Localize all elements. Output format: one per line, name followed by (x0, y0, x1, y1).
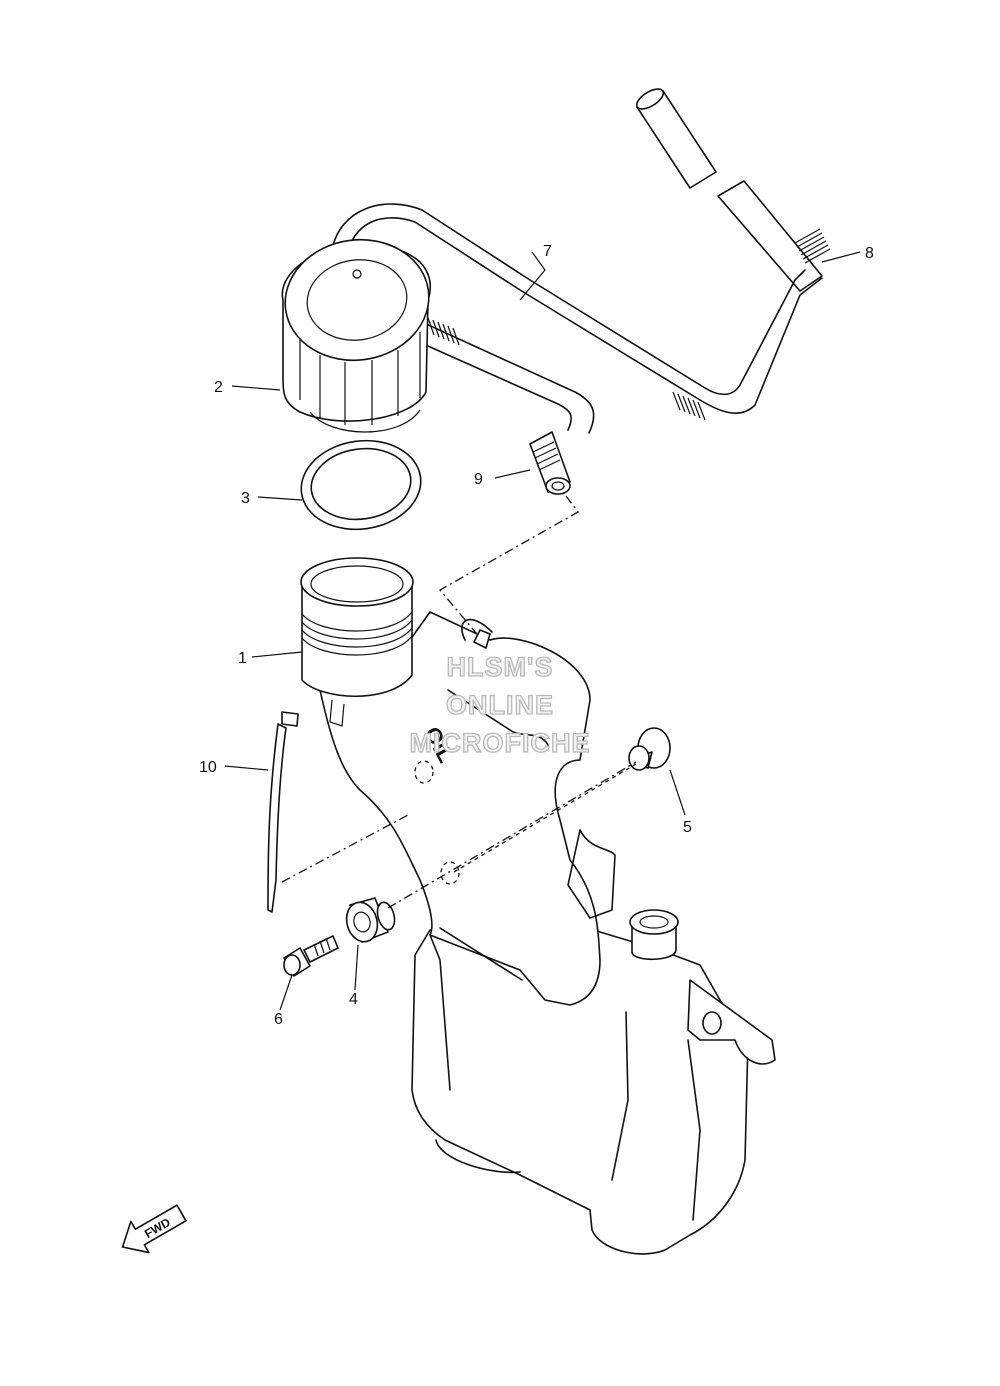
callout-3: 3 (241, 490, 250, 507)
callout-labels: 1 2 3 4 5 6 7 8 9 10 (199, 243, 874, 1028)
callout-1: 1 (238, 650, 247, 667)
watermark-line-2: ONLINE (446, 690, 554, 720)
breather-hose-part-7 (330, 203, 823, 434)
filler-cap-part-2 (281, 238, 432, 433)
callout-9: 9 (474, 471, 483, 488)
callout-2: 2 (214, 379, 223, 396)
callout-5: 5 (683, 819, 692, 836)
hose-end-part-9 (529, 431, 571, 495)
cable-tie-part-10 (267, 711, 299, 913)
bolt-part-6 (283, 935, 339, 977)
watermark-line-3: MICROFICHE (410, 728, 591, 758)
callout-7: 7 (543, 243, 552, 260)
oil-tank-part-1: OIL (300, 557, 776, 1255)
callout-4: 4 (349, 991, 358, 1008)
callout-leaders (224, 251, 861, 1011)
breather-hose-part-8 (635, 88, 831, 292)
grommet-part-4 (345, 897, 396, 943)
callout-8: 8 (865, 245, 874, 262)
callout-10: 10 (199, 759, 217, 776)
forward-direction-arrow: FWD (121, 1204, 187, 1254)
callout-6: 6 (274, 1011, 283, 1028)
collar-part-5 (628, 727, 671, 771)
watermark: HLSM'S ONLINE MICROFICHE (409, 651, 591, 758)
o-ring-part-3 (300, 439, 422, 531)
watermark-line-1: HLSM'S (447, 652, 554, 682)
